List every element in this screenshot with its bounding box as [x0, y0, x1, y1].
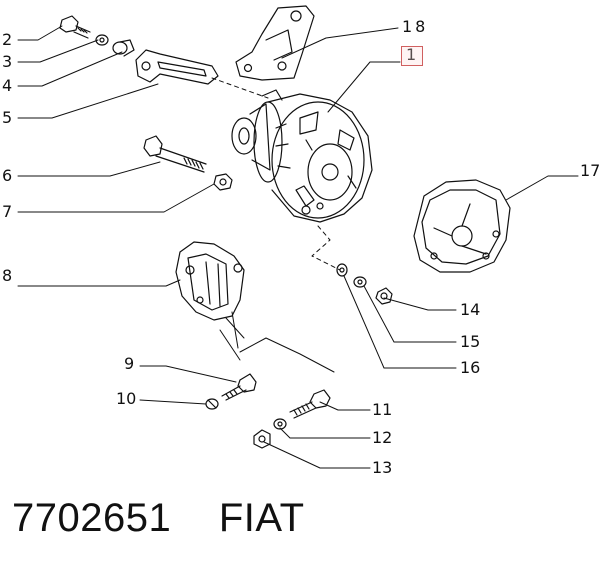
- nut-part-14: [375, 287, 393, 305]
- callout-5: 5: [2, 108, 13, 127]
- alternator-part-1: [231, 89, 373, 223]
- washer-part-15: [353, 276, 367, 288]
- callout-18: 18: [402, 17, 429, 36]
- callout-6: 6: [2, 166, 13, 185]
- leader-lines: [17, 25, 579, 469]
- callout-3: 3: [2, 52, 13, 71]
- callout-1: 1: [406, 45, 417, 64]
- reference-lines: [219, 311, 335, 373]
- nut-part-7: [213, 173, 233, 191]
- callout-14: 14: [460, 300, 481, 319]
- callout-12: 12: [372, 428, 393, 447]
- exploded-parts-diagram: [17, 5, 579, 469]
- bolt-part-9: [221, 373, 257, 401]
- tension-link-part-5: [135, 49, 219, 85]
- part-footer: 7702651 FIAT: [12, 496, 305, 541]
- callout-10: 10: [116, 389, 137, 408]
- washer-part-3: [95, 34, 109, 46]
- spacer-part-4: [112, 39, 135, 57]
- callout-16: 16: [460, 358, 481, 377]
- rear-cover-part-17: [413, 179, 511, 273]
- callout-8: 8: [2, 266, 13, 285]
- callout-17: 17: [580, 161, 600, 180]
- assembly-lines: [211, 77, 341, 271]
- callout-15: 15: [460, 332, 481, 351]
- callout-9: 9: [124, 354, 135, 373]
- callout-2: 2: [2, 30, 13, 49]
- callout-4: 4: [2, 76, 13, 95]
- callout-7: 7: [2, 202, 13, 221]
- nut-part-13: [253, 429, 271, 449]
- washer-part-10: [205, 398, 219, 410]
- part-number: 7702651: [12, 496, 172, 540]
- callout-1-highlight: [401, 46, 423, 66]
- callout-11: 11: [372, 400, 393, 419]
- mounting-bracket-part-8: [175, 241, 245, 321]
- upper-bracket-part-18: [235, 5, 315, 81]
- callout-13: 13: [372, 458, 393, 477]
- brand-name: FIAT: [218, 496, 305, 540]
- bolt-part-11: [289, 389, 331, 419]
- washer-part-12: [273, 418, 287, 430]
- long-bolt-part-6: [143, 135, 207, 173]
- bolt-part-2: [59, 15, 91, 39]
- washer-part-16: [336, 263, 348, 277]
